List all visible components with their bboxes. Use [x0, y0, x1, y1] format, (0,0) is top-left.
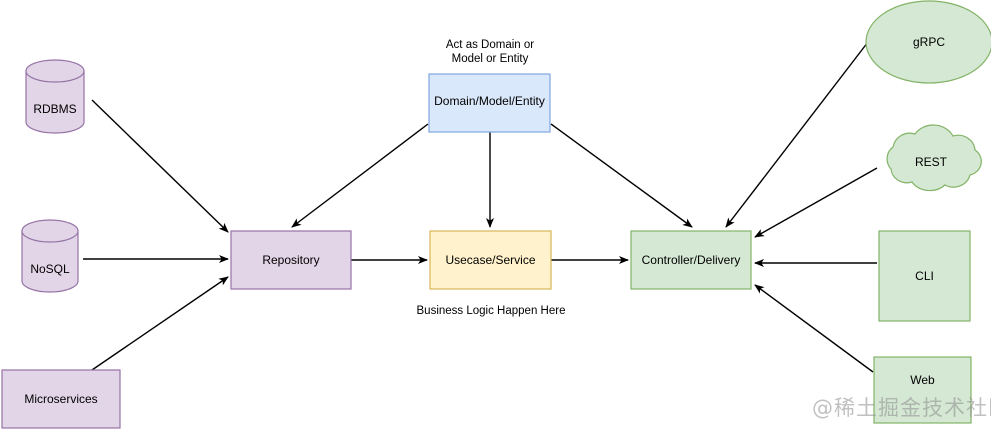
- node-grpc[interactable]: [865, 0, 991, 84]
- node-domain[interactable]: [428, 73, 551, 133]
- annotation-domain-note: Act as Domain or Model or Entity: [420, 38, 560, 66]
- edge-domain-to-controller: [550, 123, 693, 228]
- node-rdbms[interactable]: [25, 59, 85, 134]
- node-nosql[interactable]: [21, 219, 79, 293]
- edges-group: [83, 41, 878, 373]
- edge-rdbms-to-repository: [91, 99, 229, 233]
- annotation-domain-note-line2: Model or Entity: [451, 53, 529, 65]
- node-controller[interactable]: [630, 230, 752, 290]
- edge-microservices-to-repository: [91, 276, 229, 371]
- edge-rest-to-controller: [754, 167, 878, 238]
- edge-domain-to-repository: [291, 123, 429, 228]
- node-usecase[interactable]: [429, 230, 552, 290]
- annotation-domain-note-line1: Act as Domain or: [445, 39, 535, 51]
- edge-web-to-controller: [754, 284, 874, 373]
- edge-grpc-to-controller: [725, 41, 869, 228]
- node-microservices[interactable]: [1, 369, 121, 429]
- node-rest[interactable]: [886, 124, 982, 192]
- node-web[interactable]: [873, 356, 972, 424]
- annotation-usecase-note: Business Logic Happen Here: [416, 305, 566, 317]
- node-cli[interactable]: [878, 230, 971, 322]
- node-repository[interactable]: [230, 230, 352, 290]
